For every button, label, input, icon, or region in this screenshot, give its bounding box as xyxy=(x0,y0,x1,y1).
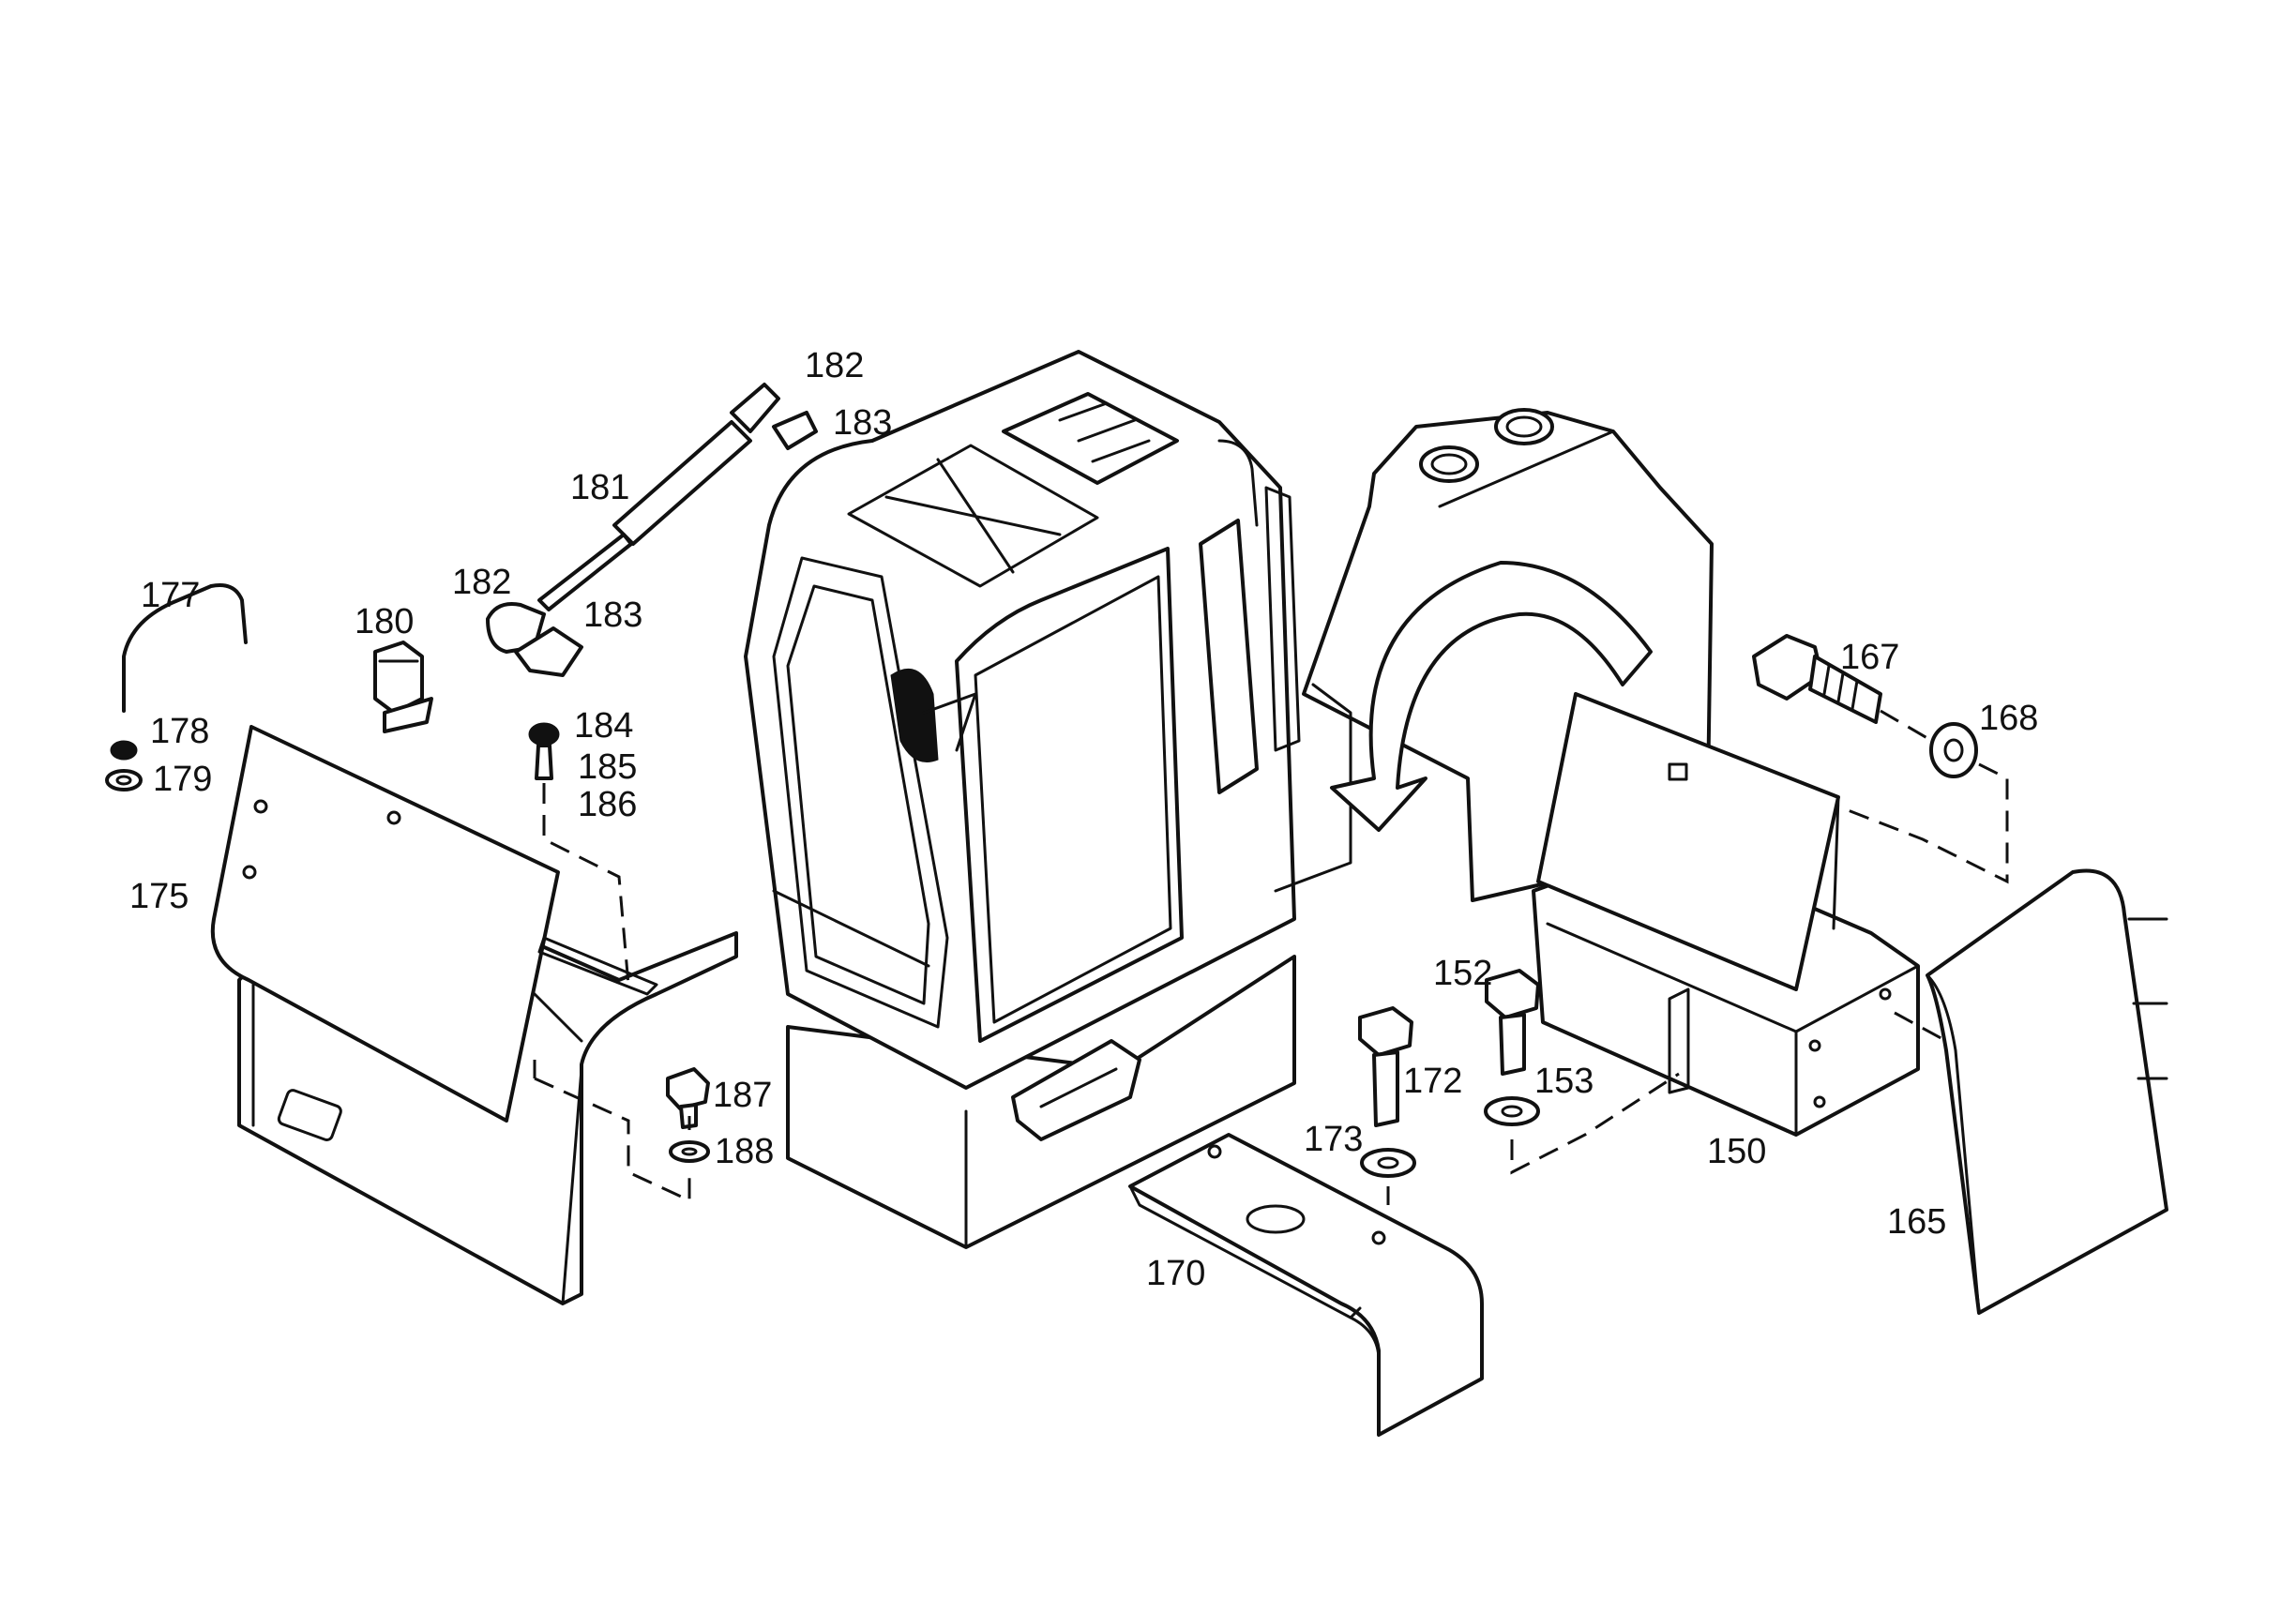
bolt-172 xyxy=(1358,1006,1413,1127)
label-168: 168 xyxy=(1979,699,2038,738)
label-173: 173 xyxy=(1304,1120,1363,1159)
label-152: 152 xyxy=(1433,954,1492,993)
label-185: 185 xyxy=(578,747,637,787)
washer-188 xyxy=(669,1140,710,1163)
label-181: 181 xyxy=(570,468,629,507)
bolt-152 xyxy=(1485,969,1540,1076)
label-167: 167 xyxy=(1840,638,1899,677)
latch-180 xyxy=(373,641,433,733)
label-182-bottom: 182 xyxy=(452,563,511,602)
bracket-170 xyxy=(1128,1133,1484,1437)
knob-184 xyxy=(528,722,560,780)
label-177: 177 xyxy=(141,576,200,615)
battery-box-150 xyxy=(1532,692,1920,1137)
label-180: 180 xyxy=(355,602,414,641)
label-183-bottom: 183 xyxy=(583,595,642,635)
washer-153 xyxy=(1484,1096,1540,1126)
washer-173 xyxy=(1360,1148,1416,1178)
gas-strut-181 xyxy=(486,383,780,654)
label-188: 188 xyxy=(715,1132,774,1171)
washer-168 xyxy=(1929,722,1978,778)
washer-179 xyxy=(105,769,143,791)
label-153: 153 xyxy=(1534,1062,1594,1101)
bolt-167 xyxy=(1752,634,1882,724)
label-183-top: 183 xyxy=(833,403,892,443)
label-172: 172 xyxy=(1403,1062,1462,1101)
label-184: 184 xyxy=(574,706,633,746)
part-labels: 150 152 153 165 167 168 170 172 173 175 … xyxy=(129,346,2038,1293)
side-cover-165 xyxy=(1926,868,2168,1315)
label-175: 175 xyxy=(129,877,189,916)
label-178: 178 xyxy=(150,712,209,751)
bolt-187 xyxy=(666,1067,710,1129)
label-182-top: 182 xyxy=(805,346,864,385)
label-165: 165 xyxy=(1887,1202,1946,1242)
label-187: 187 xyxy=(713,1076,772,1115)
side-panel-175 xyxy=(210,725,738,1305)
label-170: 170 xyxy=(1146,1254,1205,1293)
rotation-arrow xyxy=(1330,561,1653,832)
u-bolt-177 xyxy=(122,583,248,713)
label-150: 150 xyxy=(1707,1132,1766,1171)
assembly-lines xyxy=(533,709,2009,1205)
bracket-183-bottom xyxy=(514,626,583,677)
label-179: 179 xyxy=(153,760,212,799)
bracket-183-top xyxy=(772,411,818,450)
operator-cab xyxy=(744,350,1301,1249)
label-186: 186 xyxy=(578,785,637,824)
nut-178 xyxy=(110,740,138,761)
